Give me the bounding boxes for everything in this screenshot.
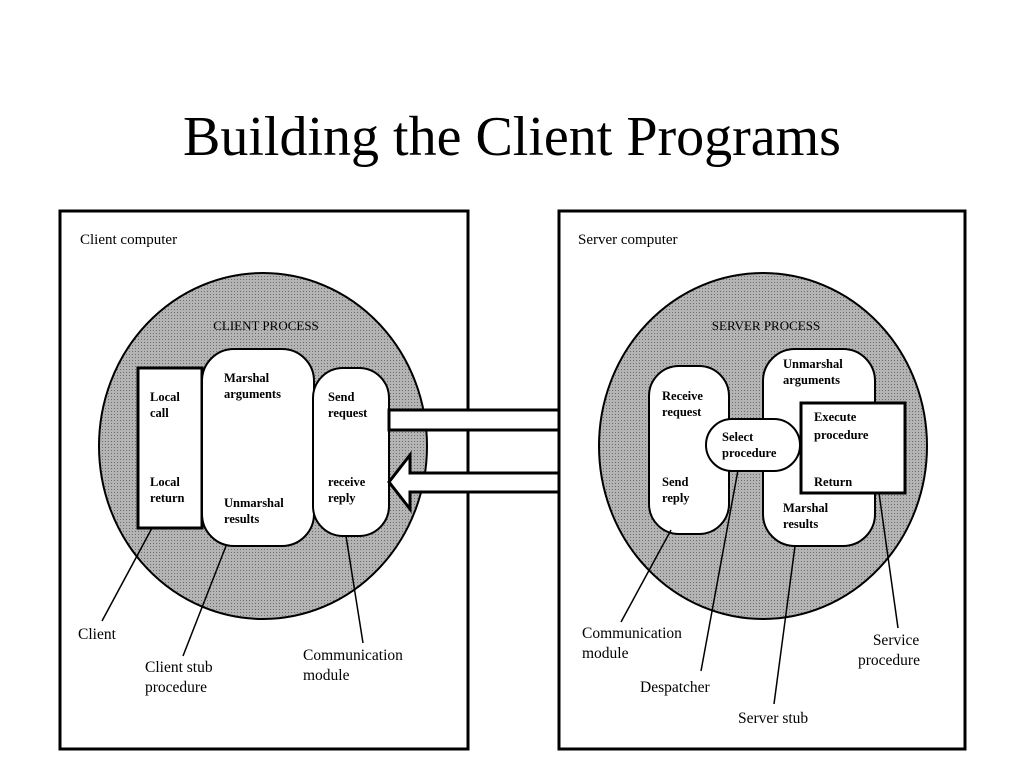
receive-reply-label: receive reply: [328, 475, 368, 505]
despatcher-box: [705, 418, 801, 472]
select-procedure-label: Select procedure: [722, 430, 777, 460]
server-stub-callout-line: [773, 545, 796, 705]
marshal-arguments-label: Marshal arguments: [224, 371, 281, 401]
service-callout-label: Service procedure: [858, 632, 923, 669]
receive-request-label: Receive request: [662, 389, 706, 419]
send-request-label: Send request: [328, 390, 368, 420]
send-reply-label: Send reply: [662, 475, 692, 505]
client-comm-callout-label: Communication module: [303, 647, 407, 684]
client-stub-callout-label: Client stub procedure: [145, 659, 216, 696]
service-callout-line: [878, 492, 899, 629]
service-procedure-box: [799, 401, 907, 495]
unmarshal-arguments-label: Unmarshal arguments: [783, 357, 846, 387]
local-call-label: Local call: [150, 390, 183, 420]
server-comm-callout-label: Communication module: [582, 625, 686, 662]
client-comm-callout-line: [345, 535, 364, 644]
local-return-label: Local return: [150, 475, 185, 505]
client-computer-label: Client computer: [80, 232, 177, 248]
unmarshal-results-label: Unmarshal results: [224, 496, 287, 526]
server-computer-label: Server computer: [578, 232, 678, 248]
client-callout-label: Client: [78, 626, 117, 643]
marshal-results-label: Marshal results: [783, 501, 831, 531]
client-stub-callout-line: [182, 545, 227, 657]
despatcher-callout-line: [700, 469, 739, 672]
page-title: Building the Client Programs: [183, 106, 841, 168]
execute-procedure-label: Execute procedure: [814, 410, 869, 442]
server-stub-callout-label: Server stub: [738, 710, 808, 727]
server-comm-callout-line: [620, 529, 672, 623]
client-callout-line: [101, 527, 153, 622]
client-comm-box: [312, 367, 390, 537]
return-label: Return: [814, 475, 852, 489]
server-process-label: SERVER PROCESS: [712, 318, 820, 333]
client-process-label: CLIENT PROCESS: [213, 318, 319, 333]
despatcher-callout-label: Despatcher: [640, 679, 711, 696]
